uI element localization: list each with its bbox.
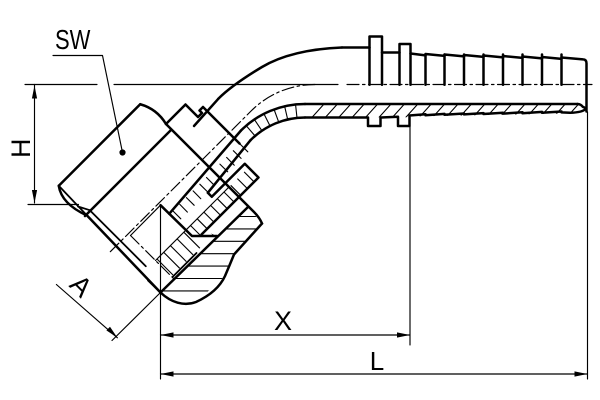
svg-text:SW: SW bbox=[55, 25, 91, 56]
svg-text:H: H bbox=[6, 139, 36, 159]
svg-text:X: X bbox=[274, 306, 292, 336]
svg-text:L: L bbox=[370, 346, 384, 376]
